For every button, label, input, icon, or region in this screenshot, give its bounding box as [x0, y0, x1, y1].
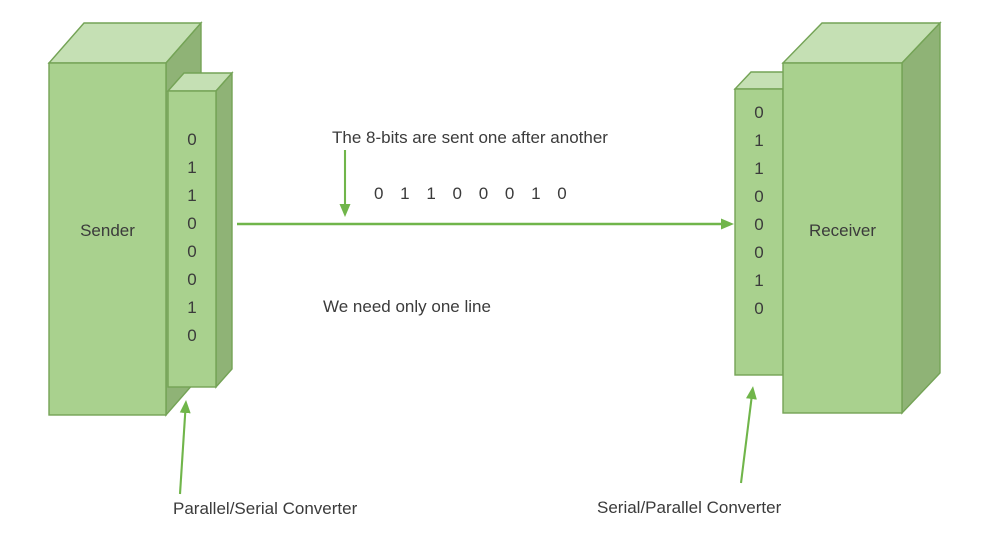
sender-bit: 0 — [187, 326, 197, 345]
one-line-note: We need only one line — [323, 297, 491, 316]
serial-parallel-pointer-arrow — [739, 386, 757, 484]
receiver-parallel-bits: 0 1 1 0 0 0 1 0 — [735, 99, 783, 323]
receiver-bit: 0 — [754, 215, 764, 234]
serial-parallel-converter-label: Serial/Parallel Converter — [597, 498, 782, 517]
parallel-serial-converter-label: Parallel/Serial Converter — [173, 499, 358, 518]
sender-bit: 0 — [187, 214, 197, 233]
sender-label: Sender — [80, 221, 135, 240]
sender-bit: 1 — [187, 186, 197, 205]
receiver-bit: 1 — [754, 271, 764, 290]
sender-bit: 0 — [187, 130, 197, 149]
sender-bit: 1 — [187, 158, 197, 177]
sender-bit: 0 — [187, 270, 197, 289]
serial-bits-sequence: 0 1 1 0 0 0 1 0 — [374, 184, 573, 203]
bits-sent-note: The 8-bits are sent one after another — [332, 128, 608, 147]
parallel-serial-pointer-arrow — [178, 400, 191, 495]
receiver-bit: 0 — [754, 187, 764, 206]
receiver-bit: 0 — [754, 103, 764, 122]
sender-converter-box — [166, 71, 234, 389]
receiver-box — [781, 21, 942, 415]
receiver-bit: 0 — [754, 243, 764, 262]
sender-parallel-bits: 0 1 1 0 0 0 1 0 — [168, 126, 216, 350]
sender-bit: 0 — [187, 242, 197, 261]
receiver-bit: 0 — [754, 299, 764, 318]
sender-bit: 1 — [187, 298, 197, 317]
receiver-bit: 1 — [754, 159, 764, 178]
receiver-bit: 1 — [754, 131, 764, 150]
receiver-label: Receiver — [808, 221, 877, 240]
